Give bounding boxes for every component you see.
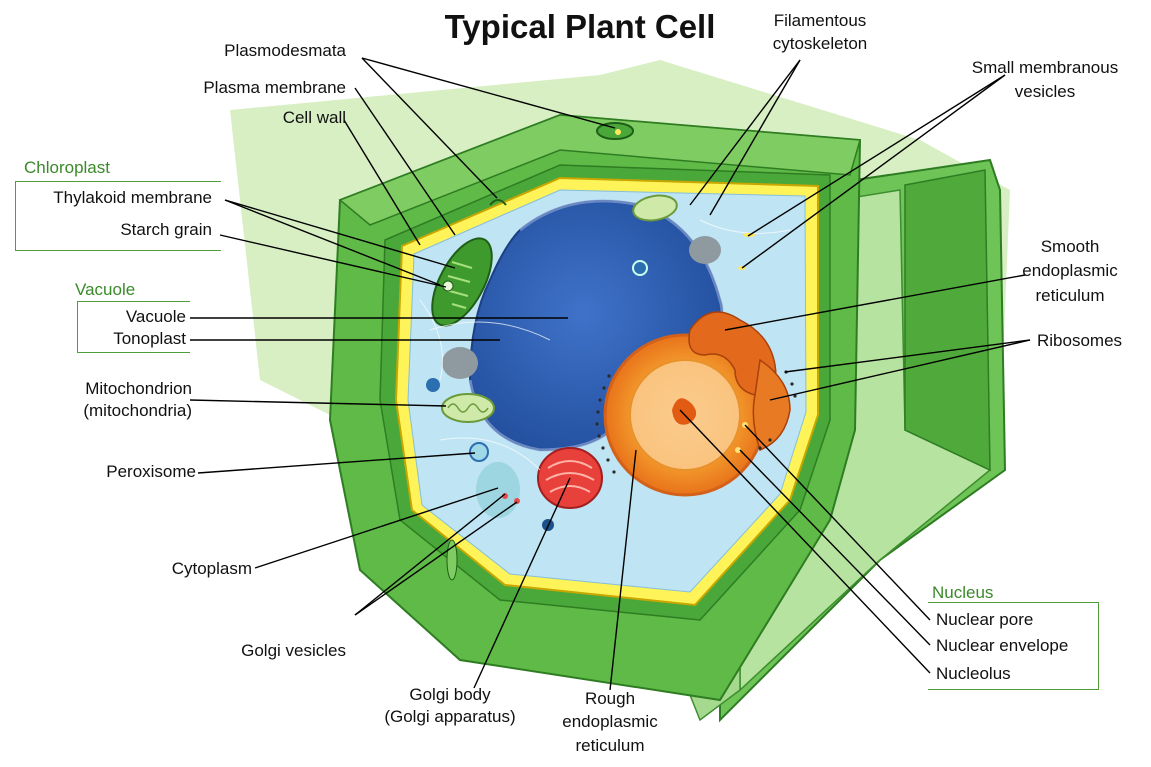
group-nucleus: Nucleus <box>932 583 993 603</box>
label-peroxisome: Peroxisome <box>20 462 196 482</box>
grey-vesicle <box>442 347 478 379</box>
label-rough-er-3: reticulum <box>520 736 700 756</box>
label-mitochondria: (mitochondria) <box>20 401 192 421</box>
label-smooth-er-2: endoplasmic <box>1000 261 1140 281</box>
plasmodesma-dot <box>615 129 621 135</box>
label-rough-er-2: endoplasmic <box>520 712 700 732</box>
label-rough-er-1: Rough <box>520 689 700 709</box>
group-vacuole: Vacuole <box>75 280 135 300</box>
label-plasma-membrane: Plasma membrane <box>150 78 346 98</box>
label-vacuole: Vacuole <box>78 307 186 327</box>
label-plasmodesmata: Plasmodesmata <box>150 41 346 61</box>
wall-pit <box>447 540 457 580</box>
label-cytoplasm: Cytoplasm <box>20 559 252 579</box>
peroxisome-shape <box>470 443 488 461</box>
label-small-vesicles-1: Small membranous <box>940 58 1150 78</box>
label-nuclear-envelope: Nuclear envelope <box>936 636 1068 656</box>
label-cell-wall: Cell wall <box>150 108 346 128</box>
diagram-title: Typical Plant Cell <box>400 8 760 46</box>
label-smooth-er-1: Smooth <box>1000 237 1140 257</box>
label-thylakoid-membrane: Thylakoid membrane <box>16 188 212 208</box>
adjacent-cell-shade <box>905 170 990 470</box>
label-mitochondrion: Mitochondrion <box>20 379 192 399</box>
vesicle-dot <box>633 261 647 275</box>
grey-vesicle <box>689 236 721 264</box>
label-nucleolus: Nucleolus <box>936 664 1011 684</box>
label-tonoplast: Tonoplast <box>78 329 186 349</box>
group-chloroplast: Chloroplast <box>24 158 110 178</box>
label-smooth-er-3: reticulum <box>1000 286 1140 306</box>
label-filamentous-1: Filamentous <box>720 11 920 31</box>
vesicle-dot <box>426 378 440 392</box>
label-golgi-vesicles: Golgi vesicles <box>150 641 346 661</box>
label-small-vesicles-2: vesicles <box>940 82 1150 102</box>
label-filamentous-2: cytoskeleton <box>720 34 920 54</box>
plasmodesma-top <box>597 123 633 139</box>
label-nuclear-pore: Nuclear pore <box>936 610 1033 630</box>
label-ribosomes: Ribosomes <box>1037 331 1122 351</box>
label-starch-grain: Starch grain <box>16 220 212 240</box>
golgi-vesicle-cluster <box>476 462 520 518</box>
